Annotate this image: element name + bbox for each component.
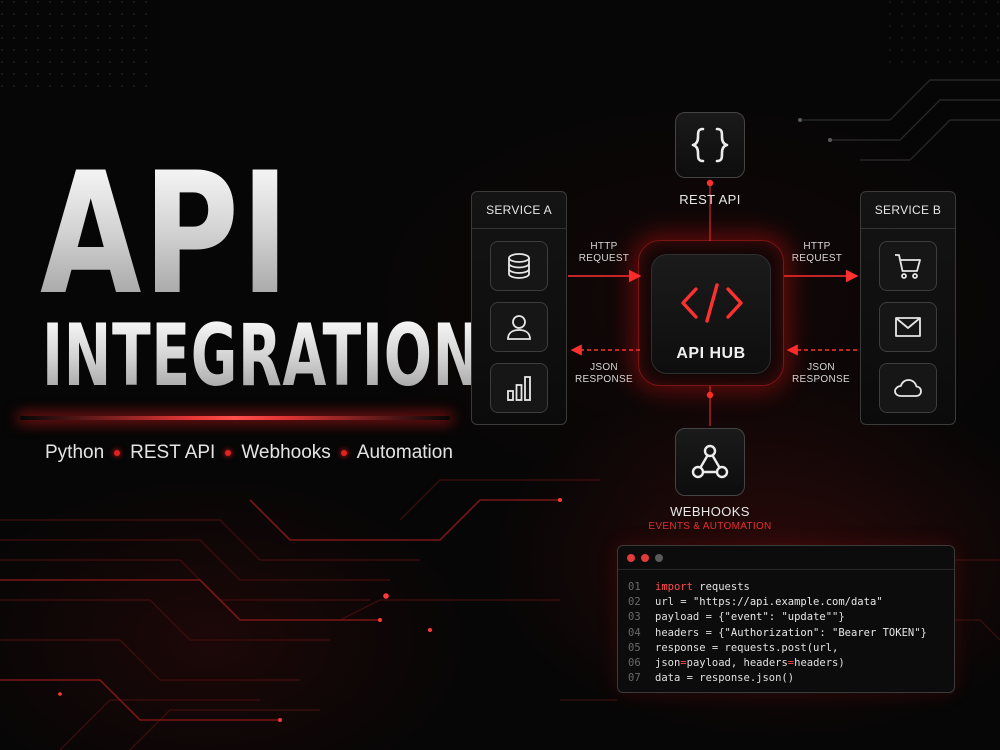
code-token: json [655,657,681,670]
code-token: import [655,581,693,593]
bullet-dot-icon [225,450,232,456]
code-line-number: 05 [628,641,641,654]
code-token: = [787,657,795,670]
code-token: payload, [686,657,744,670]
code-line: 07 data = response.json() [628,671,954,686]
label-line: REQUEST [791,253,843,264]
code-brackets-icon [681,283,743,323]
webhook-icon [691,444,729,479]
api-hub-node[interactable]: API HUB [651,254,771,374]
service-a-panel: SERVICE A [471,191,567,425]
service-a-title: SERVICE A [472,192,566,229]
label-json-response-left: JSON RESPONSE [572,362,636,386]
code-line-number: 04 [628,626,641,639]
code-token: "https://api.example.com/data" [692,596,883,609]
connector-dot-top [706,179,714,187]
code-line-number: 03 [628,611,641,624]
code-token: payload = { [655,611,725,624]
code-token: "Authorization" [724,626,820,639]
code-token: : [768,611,782,624]
code-token: : [819,626,833,639]
cloud-tile[interactable] [879,363,937,413]
user-tile[interactable] [490,302,548,352]
window-minimize-dot-icon[interactable] [641,553,649,562]
code-token: headers) [794,657,845,670]
code-token: headers [743,657,788,670]
webhooks-label: WEBHOOKS [670,504,750,519]
rest-api-node[interactable] [675,112,745,178]
rest-api-label: REST API [679,192,741,207]
bar-chart-icon [507,376,531,401]
code-line: 02 url = "https://api.example.com/data" [628,595,954,610]
label-http-request-right: HTTP REQUEST [787,241,847,265]
bullet-dot-icon [340,450,347,456]
label-line: REQUEST [578,253,630,264]
subtitle-item-python: Python [45,442,105,463]
window-close-dot-icon[interactable] [627,553,635,562]
user-icon [507,315,531,340]
title-api: API [40,136,291,332]
curly-braces-icon [691,127,729,163]
code-line: 03 payload = {"event": "update""} [628,610,954,625]
subtitle-item-automation: Automation [356,442,453,463]
label-line: RESPONSE [575,374,633,385]
hub-glow-ring [638,240,784,386]
code-token: = [680,657,687,670]
label-line: HTTP [590,241,618,252]
title-underline-glow [20,416,450,420]
code-editor-window: 01 import requests 02 url = "https://api.ex… [617,545,955,693]
cart-tile[interactable] [879,241,937,291]
service-b-title: SERVICE B [861,192,955,229]
code-line: 05 response = requests.post(url, [628,641,954,656]
database-tile[interactable] [490,241,548,291]
code-body: 01 import requests 02 url = "https://api.ex… [618,570,954,686]
code-token: "event" [724,611,769,624]
code-token: } [920,626,927,639]
label-line: JSON [807,362,835,373]
label-line: HTTP [803,241,831,252]
code-token: "Bearer TOKEN" [832,626,921,639]
mail-tile[interactable] [879,302,937,352]
subtitle-tech-list: Python REST API Webhooks Automation [45,442,453,464]
service-b-panel: SERVICE B [860,191,956,425]
code-token: response = requests.post(url, [655,641,839,654]
label-json-response-right: JSON RESPONSE [788,362,854,386]
code-window-titlebar [618,546,954,570]
bullet-dot-icon [114,450,121,456]
code-token: url = [655,596,693,609]
analytics-tile[interactable] [490,363,548,413]
connector-dot-bottom [706,391,714,399]
webhooks-sublabel: EVENTS & AUTOMATION [648,521,772,532]
shopping-cart-icon [895,254,921,279]
subtitle-item-rest-api: REST API [130,442,216,463]
code-token: "update" [781,611,833,624]
code-line-number: 02 [628,596,641,609]
code-line: 01 import requests [628,580,954,595]
database-icon [508,253,530,279]
code-token: requests [692,581,750,593]
label-line: JSON [590,362,618,373]
window-maximize-dot-icon[interactable] [655,553,663,562]
mail-icon [895,317,921,337]
title-integration: INTEGRATION [42,306,481,406]
code-line-number: 07 [628,672,641,685]
label-line: RESPONSE [792,374,850,385]
webhooks-node[interactable] [675,428,745,496]
code-token: headers = { [655,626,725,639]
code-line: 04 headers = {"Authorization": "Bearer TO… [628,626,954,641]
code-token: data = response.json() [655,672,795,685]
code-line-number: 06 [628,657,641,670]
subtitle-item-webhooks: Webhooks [241,442,331,463]
code-token: "} [832,611,845,624]
code-line-number: 01 [628,581,641,593]
label-http-request-left: HTTP REQUEST [574,241,634,265]
cloud-icon [894,379,922,397]
api-hub-label: API HUB [676,345,746,362]
